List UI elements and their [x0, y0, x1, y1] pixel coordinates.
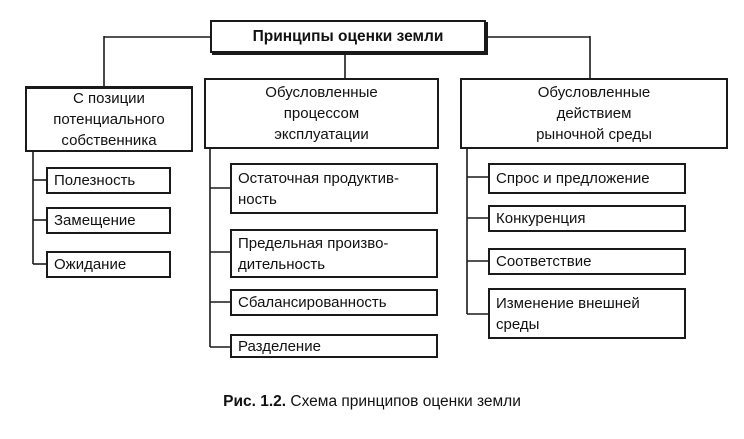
- item-label: Полезность: [54, 172, 136, 189]
- item-conformity: Соответствие: [488, 248, 686, 275]
- item-label: Предельная произво- дительность: [238, 234, 389, 273]
- item-division: Разделение: [230, 334, 438, 358]
- header-exploitation-label: Обусловленные процессом эксплуатации: [265, 84, 378, 143]
- header-market: Обусловленные действием рыночной среды: [460, 78, 728, 149]
- item-label: Замещение: [54, 212, 136, 229]
- item-utility: Полезность: [46, 167, 171, 194]
- item-competition: Конкуренция: [488, 205, 686, 232]
- item-marginal-productivity: Предельная произво- дительность: [230, 229, 438, 278]
- item-external-change: Изменение внешней среды: [488, 288, 686, 339]
- root-box: Принципы оценки земли: [210, 20, 486, 53]
- item-supply-demand: Спрос и предложение: [488, 163, 686, 194]
- header-market-label: Обусловленные действием рыночной среды: [536, 84, 652, 143]
- item-balance: Сбалансированность: [230, 289, 438, 316]
- header-owner: С позиции потенциального собственника: [25, 86, 193, 152]
- item-label: Остаточная продуктив- ность: [238, 169, 400, 208]
- item-expectation: Ожидание: [46, 251, 171, 278]
- figure-caption: Рис. 1.2. Схема принципов оценки земли: [0, 393, 744, 411]
- item-label: Изменение внешней среды: [496, 294, 640, 333]
- item-label: Соответствие: [496, 253, 592, 270]
- item-label: Разделение: [238, 337, 321, 355]
- item-label: Спрос и предложение: [496, 170, 650, 187]
- header-exploitation: Обусловленные процессом эксплуатации: [204, 78, 439, 149]
- caption-text: Схема принципов оценки земли: [286, 393, 521, 410]
- header-owner-label: С позиции потенциального собственника: [53, 90, 165, 149]
- item-label: Конкуренция: [496, 210, 586, 227]
- item-residual-productivity: Остаточная продуктив- ность: [230, 163, 438, 214]
- item-label: Сбалансированность: [238, 294, 387, 311]
- item-label: Ожидание: [54, 256, 127, 273]
- caption-label: Рис. 1.2.: [223, 393, 287, 410]
- item-substitution: Замещение: [46, 207, 171, 234]
- root-label: Принципы оценки земли: [252, 28, 444, 45]
